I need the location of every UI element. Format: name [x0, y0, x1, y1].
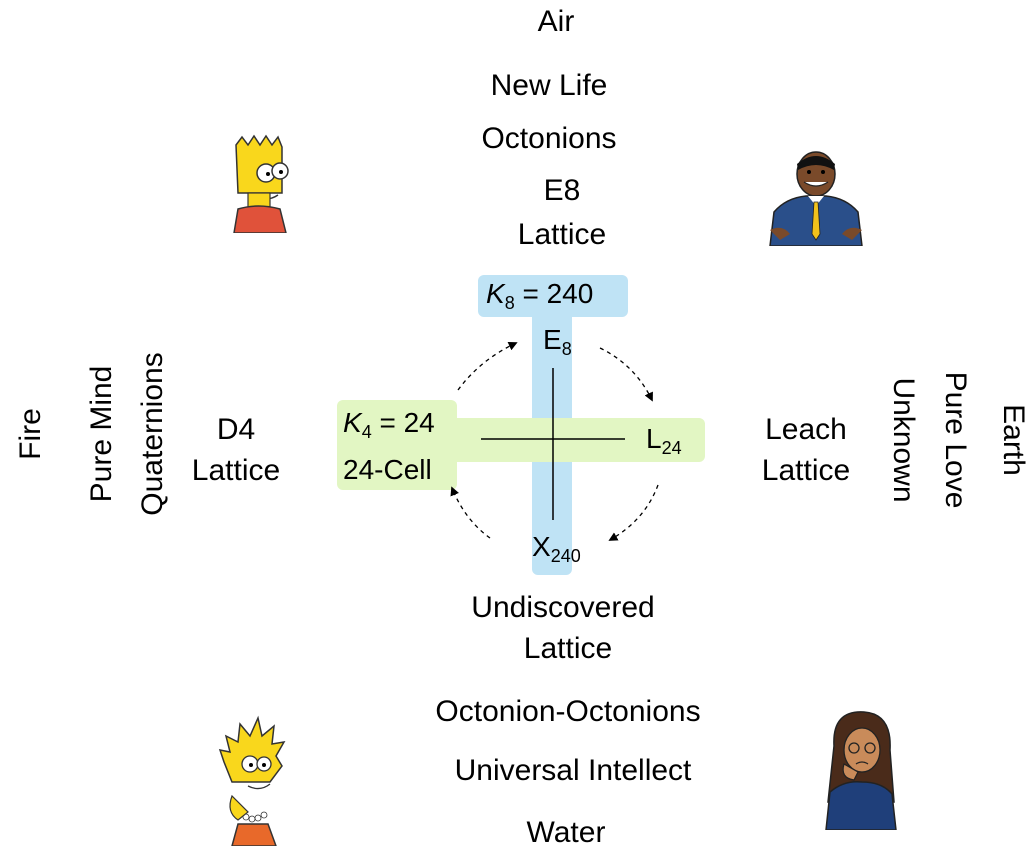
bottom-element: Water [526, 816, 606, 849]
woman-thinking-cartoon-icon [825, 711, 897, 830]
arrow-e8-to-l24 [599, 347, 653, 402]
bottom-lattice-line1: Undiscovered [471, 591, 655, 624]
right-lattice-line2: Lattice [761, 454, 851, 487]
l24-node: L24 [646, 423, 682, 458]
boy-cartoon-icon [233, 134, 289, 233]
left-lattice-line2: Lattice [191, 454, 281, 487]
arrow-d4-to-e8 [457, 341, 518, 391]
top-element: Air [537, 5, 575, 38]
right-lattice-line1: Leach [765, 413, 847, 446]
businessman-cartoon-icon [769, 151, 863, 246]
k4-green-band [337, 400, 457, 490]
k8-blue-band [478, 275, 628, 317]
arrow-l24-to-x240 [608, 484, 659, 541]
girl-cartoon-icon [218, 715, 286, 846]
bottom-lattice-line2: Lattice [523, 632, 613, 665]
left-lattice-line1: D4 [216, 413, 256, 446]
k8-label: K8 = 240 [486, 278, 594, 313]
k4-label: K4 = 24 [343, 407, 435, 442]
bottom-algebra: Octonion-Octonions [435, 695, 701, 728]
arrow-x240-to-d4 [450, 486, 491, 539]
top-algebra: Octonions [481, 122, 617, 155]
top-lattice-line1: E8 [543, 174, 581, 207]
e8-node: E8 [543, 324, 572, 359]
top-lattice-line2: Lattice [517, 218, 607, 251]
x240-node: X240 [532, 531, 581, 566]
24-cell-label: 24-Cell [343, 454, 432, 485]
bottom-concept: Universal Intellect [454, 754, 692, 787]
top-concept: New Life [490, 69, 608, 102]
